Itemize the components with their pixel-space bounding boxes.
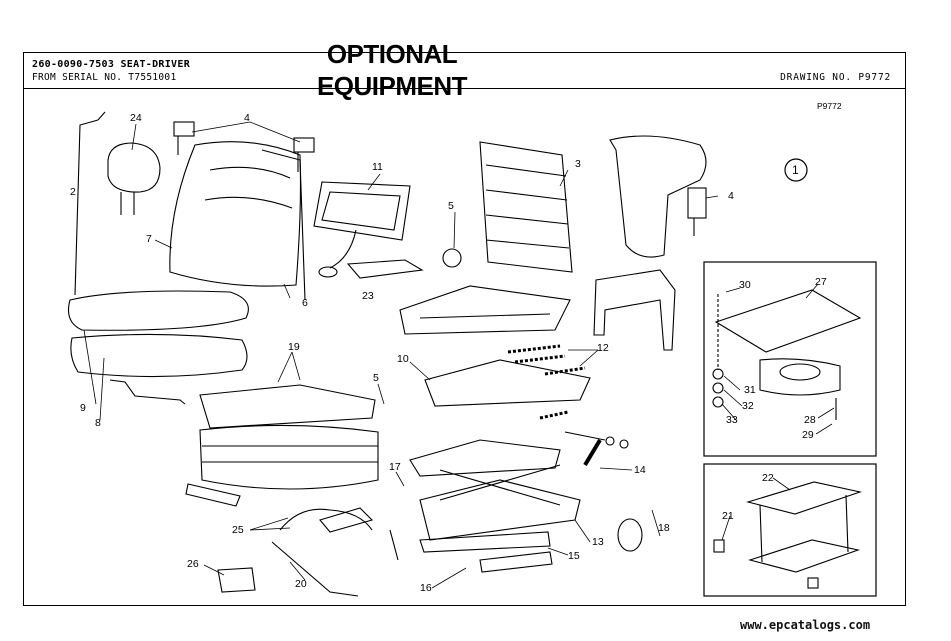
callout-19: 19 — [288, 341, 300, 353]
suspension-base — [185, 384, 379, 507]
title-block: 260-0090-7503 SEAT-DRIVER FROM SERIAL NO… — [24, 53, 905, 89]
callout-29: 29 — [802, 429, 814, 441]
callout-4b: 4 — [728, 190, 734, 202]
callout-7: 7 — [146, 233, 152, 245]
callout-13: 13 — [592, 536, 604, 548]
callout-9: 9 — [80, 402, 86, 414]
callout-14: 14 — [634, 464, 646, 476]
callout-5: 5 — [448, 200, 454, 212]
detail-circle — [784, 158, 808, 182]
drawing-number: DRAWING NO. P9772 — [780, 72, 891, 83]
callout-11: 11 — [372, 161, 383, 173]
callout-21: 21 — [722, 510, 734, 522]
callout-27: 27 — [815, 276, 827, 288]
callout-33: 33 — [726, 414, 738, 426]
backrest-cushion — [169, 141, 306, 301]
callout-16: 16 — [420, 582, 432, 594]
callout-4: 4 — [244, 112, 250, 124]
circle-number: 1 — [792, 163, 799, 177]
banner-line-2: EQUIPMENT — [316, 71, 468, 101]
banner-line-1: OPTIONAL — [326, 39, 458, 69]
seat-cushion-assembly — [67, 111, 249, 405]
callout-12: 12 — [597, 342, 609, 354]
callout-28: 28 — [804, 414, 816, 426]
callout-25: 25 — [232, 524, 244, 536]
callout-6: 6 — [302, 297, 308, 309]
callout-31: 31 — [744, 384, 756, 396]
drawing-code: P9772 — [817, 101, 842, 111]
callout-3: 3 — [575, 158, 581, 170]
callout-23: 23 — [362, 290, 374, 302]
callout-2: 2 — [70, 186, 76, 198]
watermark-link[interactable]: www.epcatalogs.com — [740, 618, 871, 632]
back-frame-shell — [593, 135, 707, 351]
optional-equipment-banner: OPTIONAL EQUIPMENT — [302, 38, 482, 102]
inset-box-top-parts — [712, 289, 862, 420]
callout-15: 15 — [568, 550, 580, 562]
callout-32: 32 — [742, 400, 754, 412]
callout-8: 8 — [95, 417, 101, 429]
drawing-frame: 260-0090-7503 SEAT-DRIVER FROM SERIAL NO… — [23, 52, 906, 606]
seat-frame — [399, 141, 573, 335]
callout-26: 26 — [187, 558, 199, 570]
callout-5b: 5 — [373, 372, 379, 384]
lumbar-panel — [313, 181, 424, 279]
callout-20: 20 — [295, 578, 307, 590]
hinge-brackets — [173, 121, 707, 236]
callout-18: 18 — [658, 522, 670, 534]
wiring-harness — [217, 507, 399, 597]
headrest-part — [107, 142, 161, 215]
callout-30: 30 — [739, 279, 751, 291]
callout-22: 22 — [762, 472, 774, 484]
scissor-mechanism — [409, 344, 643, 573]
inset-box-bottom — [703, 463, 877, 597]
serial-number: FROM SERIAL NO. T7551001 — [32, 72, 177, 83]
part-title: 260-0090-7503 SEAT-DRIVER — [32, 59, 191, 70]
inset-box-top — [703, 261, 877, 457]
callout-17: 17 — [389, 461, 401, 473]
callout-10: 10 — [397, 353, 409, 365]
callout-24: 24 — [130, 112, 142, 124]
leader-lines — [83, 121, 835, 589]
inset-box-bottom-parts — [713, 481, 863, 589]
